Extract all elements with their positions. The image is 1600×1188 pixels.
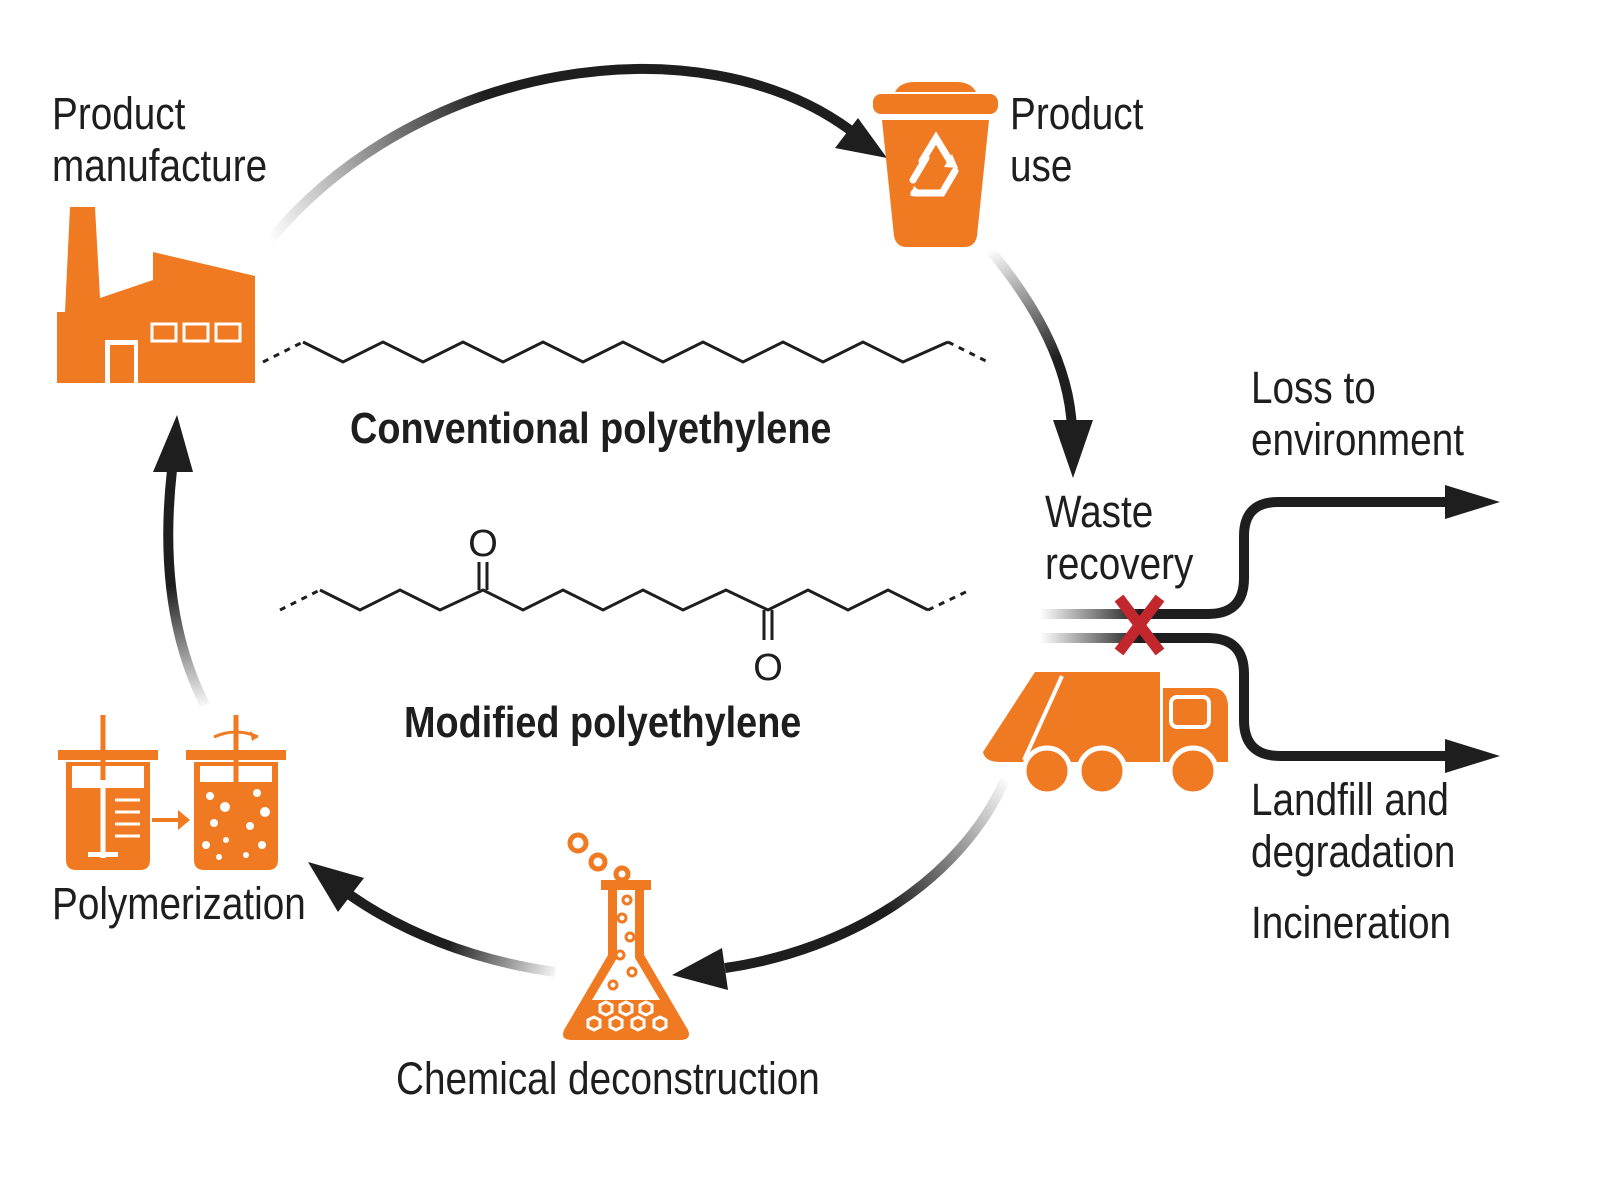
arrowhead-loss — [1445, 485, 1500, 519]
arrow-use-to-waste — [986, 246, 1077, 431]
arrowhead-use — [835, 118, 887, 158]
label-product-use: Product use — [1010, 88, 1144, 191]
waste-outflow — [1040, 485, 1500, 773]
carbonyl-oxygen-top: O — [468, 523, 498, 565]
recycle-bin-icon — [873, 82, 998, 247]
arrow-polymerization-to-manufacture — [163, 469, 210, 708]
arrowhead-landfill — [1445, 739, 1500, 773]
garbage-truck-icon — [983, 672, 1228, 797]
blocked-x-icon — [1114, 594, 1165, 656]
label-chemical-deconstruction: Chemical deconstruction — [396, 1053, 820, 1104]
conventional-polyethylene-structure — [262, 340, 989, 364]
title-conventional-polyethylene: Conventional polyethylene — [350, 404, 832, 453]
pipe-to-landfill — [1040, 633, 1445, 761]
title-modified-polyethylene: Modified polyethylene — [404, 698, 802, 747]
arrow-manufacture-to-use — [266, 63, 853, 244]
flask-icon — [563, 832, 689, 1040]
label-waste-recovery: Waste recovery — [1045, 486, 1194, 589]
cycle-arrows — [153, 63, 1093, 990]
arrowhead-manufacture — [153, 415, 193, 472]
arrow-waste-to-deconstruction — [724, 777, 1010, 973]
label-loss-to-environment: Loss to environment — [1251, 362, 1464, 465]
factory-icon — [57, 207, 255, 383]
pipe-to-environment — [1040, 497, 1445, 619]
arrowhead-waste — [1053, 420, 1093, 478]
arrow-deconstruction-to-polymerization — [347, 890, 556, 977]
arrowhead-polymerization — [308, 862, 364, 912]
carbonyl-oxygen-bottom: O — [753, 647, 783, 689]
arrowhead-deconstruction — [672, 948, 728, 990]
label-landfill-degradation: Landfill and degradation — [1251, 774, 1456, 877]
label-polymerization: Polymerization — [52, 878, 306, 929]
reactor-icon — [58, 715, 286, 870]
label-incineration: Incineration — [1251, 897, 1452, 948]
modified-polyethylene-structure — [279, 562, 971, 640]
label-product-manufacture: Product manufacture — [52, 88, 268, 191]
